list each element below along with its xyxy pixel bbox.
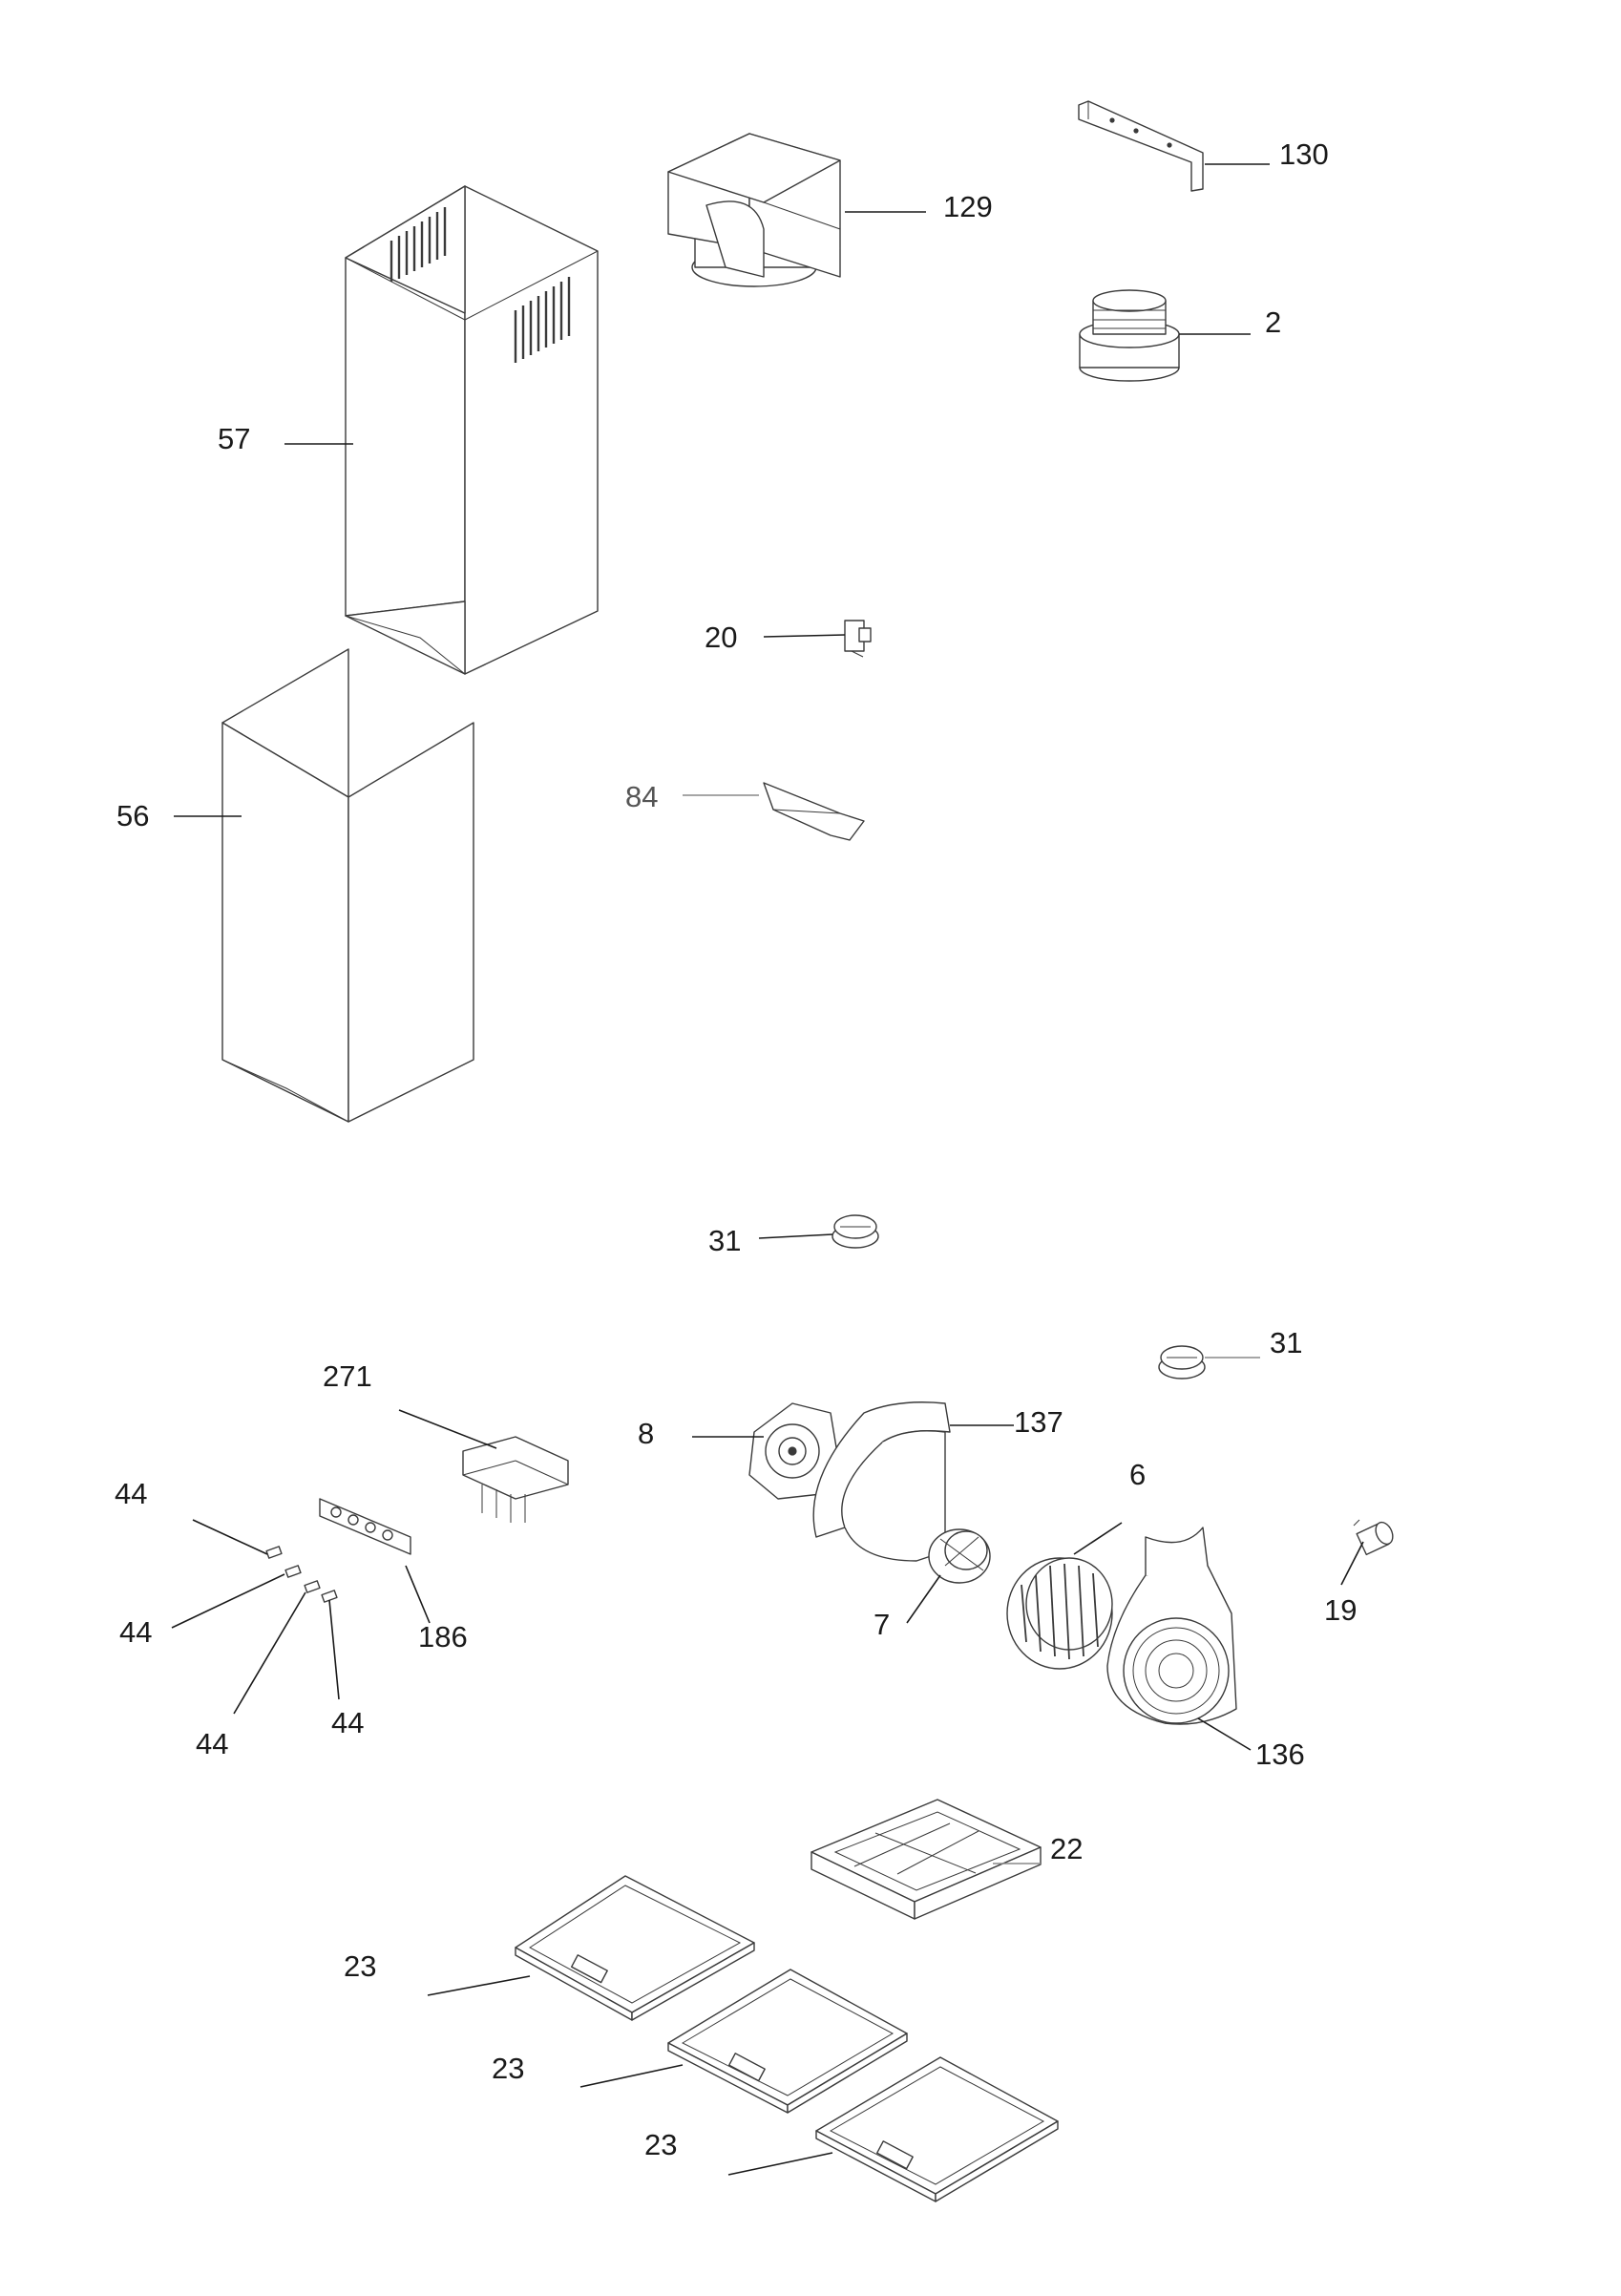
part-6-impeller [1006,1557,1113,1670]
part-23-grease-filter-3 [815,2056,1059,2202]
part-19-lamp [1353,1519,1394,1556]
part-23-grease-filter-1 [515,1875,755,2021]
part-22-carbon-filter [810,1799,1042,1920]
label-20: 20 [705,621,737,654]
label-136: 136 [1255,1738,1305,1771]
part-84-tray [763,782,865,841]
label-23-third: 23 [644,2128,677,2161]
label-44-top: 44 [115,1477,147,1510]
label-137: 137 [1014,1405,1063,1439]
label-22: 22 [1050,1832,1083,1865]
label-23-second: 23 [492,2052,524,2085]
label-19: 19 [1324,1593,1357,1627]
label-6: 6 [1129,1458,1146,1491]
part-44-buttons [265,1546,338,1603]
label-186: 186 [418,1620,468,1654]
label-44-bottom-left: 44 [196,1727,228,1760]
label-23-first: 23 [344,1949,376,1983]
leader-lines [171,163,1364,2176]
part-136-blower-housing [1106,1527,1237,1725]
label-271: 271 [323,1359,372,1393]
part-31-knob-right [1158,1345,1206,1380]
label-57: 57 [218,422,250,455]
vent-slots-57-left [389,207,447,282]
part-186-button-strip [319,1498,411,1555]
label-7: 7 [874,1608,890,1641]
label-44-mid: 44 [119,1615,152,1649]
part-7-motor [928,1528,991,1584]
label-56: 56 [116,799,149,832]
part-130-bracket [1078,100,1204,192]
part-129-air-deflector [667,133,841,287]
label-44-bottom-right: 44 [331,1706,364,1739]
label-8: 8 [638,1417,654,1450]
part-56-lower-chimney [221,648,474,1123]
label-31-right: 31 [1270,1326,1302,1359]
part-31-knob-center [832,1214,879,1249]
label-2: 2 [1265,305,1281,339]
part-8-motor-plate [748,1402,841,1500]
part-57-upper-chimney [345,185,599,675]
vent-slots-57-right [514,277,571,363]
label-130: 130 [1279,137,1329,171]
part-labels: 57 56 129 130 2 20 84 31 31 271 8 137 6 … [115,137,1357,2161]
part-20-clip [844,620,872,658]
label-84: 84 [625,780,658,813]
part-137-scroll-housing [812,1401,951,1562]
impeller-blades [1021,1563,1099,1660]
part-23-grease-filter-2 [667,1969,908,2114]
label-31-center: 31 [708,1224,741,1257]
label-129: 129 [943,190,993,223]
part-2-collar [1079,289,1180,382]
part-271-switch-block [462,1436,569,1523]
